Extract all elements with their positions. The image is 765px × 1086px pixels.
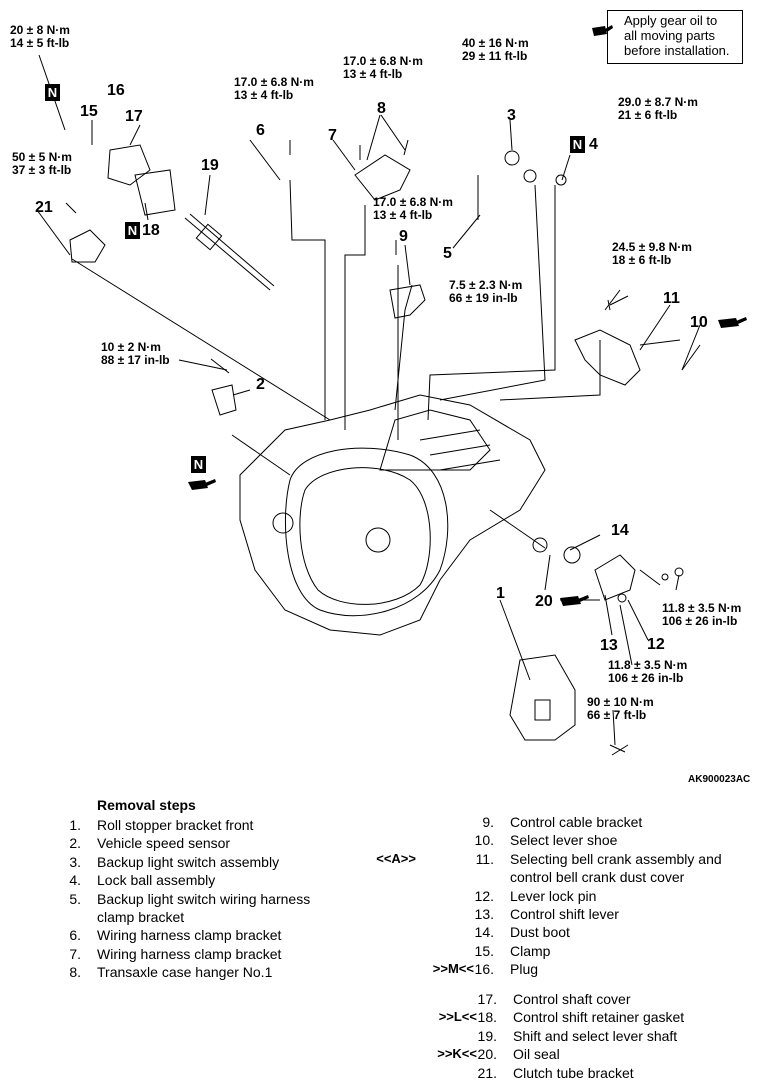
removal-steps-right-2: 17.Control shaft cover >>L<<18.Control s… <box>437 990 755 1082</box>
diagram-linework <box>36 54 701 756</box>
sensor-2 <box>211 384 237 416</box>
bracket-9 <box>389 284 426 319</box>
removal-steps-left: 1.Roll stopper bracket front 2.Vehicle s… <box>59 816 359 982</box>
callout-18: 18 <box>142 222 160 239</box>
removal-steps-right: 9.Control cable bracket 10.Select lever … <box>376 813 752 979</box>
callout-17: 17 <box>125 108 143 125</box>
step-row: 10.Select lever shoe <box>474 832 618 849</box>
cover-17 <box>107 144 151 186</box>
callout-7: 7 <box>328 127 337 144</box>
callout-20: 20 <box>535 593 553 610</box>
step-row: 17.Control shaft cover <box>477 991 631 1007</box>
gear-oil-note: Apply gear oil to all moving parts befor… <box>607 10 743 64</box>
new-part-mark: N <box>191 456 206 473</box>
transaxle-case <box>239 394 546 636</box>
step-row: 12.Lever lock pin <box>474 887 597 904</box>
transaxle-exploded-diagram <box>36 25 747 756</box>
new-part-mark: N <box>125 222 140 239</box>
callout-1: 1 <box>496 585 505 602</box>
callout-12: 12 <box>647 636 665 653</box>
callout-10: 10 <box>690 314 708 331</box>
step-row: 1.Roll stopper bracket front <box>69 817 254 833</box>
step-row: 19.Shift and select lever shaft <box>477 1027 678 1044</box>
callout-4: 4 <box>589 136 598 153</box>
oil-can-icon <box>188 25 747 606</box>
bracket-8 <box>354 154 411 201</box>
step-row: 8.Transaxle case hanger No.1 <box>69 964 273 981</box>
step-row: clamp bracket <box>97 908 185 925</box>
callout-3: 3 <box>507 107 516 124</box>
note-line: all moving parts <box>624 28 716 43</box>
new-part-mark: N <box>570 136 585 153</box>
callout-13: 13 <box>600 637 618 654</box>
callout-5: 5 <box>443 245 452 262</box>
callout-14: 14 <box>611 522 629 539</box>
callout-19: 19 <box>201 157 219 174</box>
bell-crank-11 <box>574 329 641 386</box>
step-row: <<A>>11.Selecting bell crank assembly an… <box>376 850 722 867</box>
callout-8: 8 <box>377 100 386 117</box>
step-row: 5.Backup light switch wiring harness <box>69 890 311 907</box>
step-row: 9.Control cable bracket <box>482 814 643 830</box>
step-row: >>L<<18.Control shift retainer gasket <box>438 1009 685 1026</box>
bracket-1 <box>509 654 576 741</box>
step-row: 13.Control shift lever <box>474 905 619 922</box>
gasket-18 <box>134 169 176 216</box>
step-row: 6.Wiring harness clamp bracket <box>69 927 282 944</box>
step-row: 3.Backup light switch assembly <box>69 853 280 870</box>
removal-heading: Removal steps <box>97 797 196 813</box>
callout-11: 11 <box>663 290 680 307</box>
step-row: control bell crank dust cover <box>510 869 685 886</box>
new-part-mark: N <box>45 84 60 101</box>
step-row: 4.Lock ball assembly <box>69 872 216 889</box>
step-row: >>M<<16.Plug <box>432 961 539 978</box>
callout-9: 9 <box>399 228 408 245</box>
figure-code: AK900023AC <box>688 774 751 785</box>
callout-2: 2 <box>256 376 265 393</box>
callout-16: 16 <box>107 82 125 99</box>
step-row: 21.Clutch tube bracket <box>477 1064 634 1081</box>
lever-13 <box>594 554 636 601</box>
note-line: Apply gear oil to <box>624 13 718 28</box>
step-row: >>K<<20.Oil seal <box>437 1046 560 1063</box>
callout-21: 21 <box>35 199 53 216</box>
shaft-19 <box>184 213 275 291</box>
step-row: 2.Vehicle speed sensor <box>69 835 231 852</box>
callout-15: 15 <box>80 103 98 120</box>
bracket-21 <box>69 229 106 263</box>
step-row: 15.Clamp <box>474 942 551 959</box>
callout-6: 6 <box>256 122 265 139</box>
step-row: 7.Wiring harness clamp bracket <box>69 945 282 962</box>
step-row: 14.Dust boot <box>474 924 570 941</box>
note-line: before installation. <box>624 43 730 58</box>
